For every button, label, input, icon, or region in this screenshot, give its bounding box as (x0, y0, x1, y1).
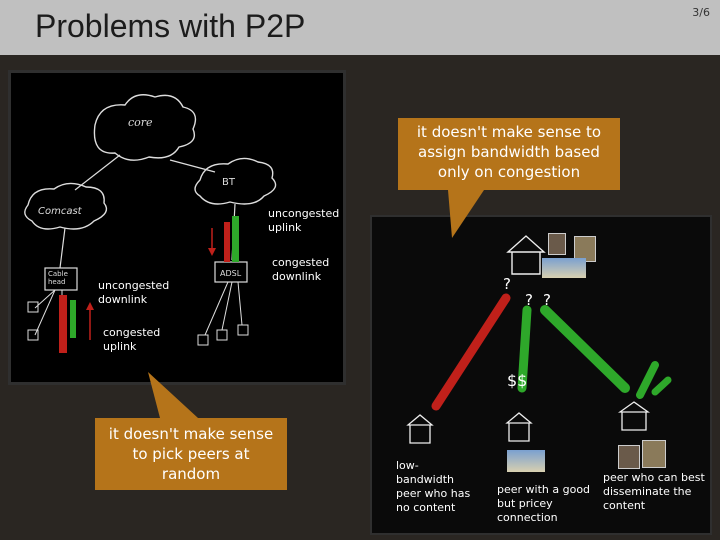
congestion-callout: it doesn't make sense to assign bandwidt… (398, 118, 620, 190)
group-photo-middle (507, 450, 545, 472)
pricey-peer-house-icon (507, 413, 531, 441)
label-line: connection (497, 511, 597, 525)
question-mark: ? (503, 275, 511, 293)
random-peers-callout: it doesn't make sense to pick peers at r… (95, 418, 287, 490)
label-line: low- (396, 459, 476, 473)
callout-line: to pick peers at (95, 444, 287, 464)
group-photo-top (542, 258, 586, 278)
peer-photo-4 (642, 440, 666, 468)
callout-line: only on congestion (398, 162, 620, 182)
peer-photo-1 (548, 233, 566, 255)
label-line: peer who has (396, 487, 476, 501)
label-line: disseminate the (603, 485, 708, 499)
best-peer-house-icon (620, 402, 648, 430)
callout-line: random (95, 464, 287, 484)
low-bandwidth-peer-label: low- bandwidth peer who has no content (396, 459, 476, 515)
green-link-right (545, 310, 625, 388)
low-bandwidth-peer-house-icon (408, 415, 432, 443)
question-mark: ? (543, 291, 551, 309)
label-line: bandwidth (396, 473, 476, 487)
callout-line: it doesn't make sense to (398, 122, 620, 142)
callout-line: assign bandwidth based (398, 142, 620, 162)
money-label: $$ (507, 371, 527, 390)
label-line: peer who can best (603, 471, 708, 485)
peer-photo-3 (618, 445, 640, 469)
label-line: no content (396, 501, 476, 515)
callout-line: it doesn't make sense (95, 424, 287, 444)
red-link (436, 298, 506, 406)
source-house-icon (508, 236, 544, 274)
label-line: but pricey (497, 497, 597, 511)
label-line: peer with a good (497, 483, 597, 497)
pricey-peer-label: peer with a good but pricey connection (497, 483, 597, 525)
label-line: content (603, 499, 708, 513)
best-peer-label: peer who can best disseminate the conten… (603, 471, 708, 513)
question-mark: ? (525, 291, 533, 309)
